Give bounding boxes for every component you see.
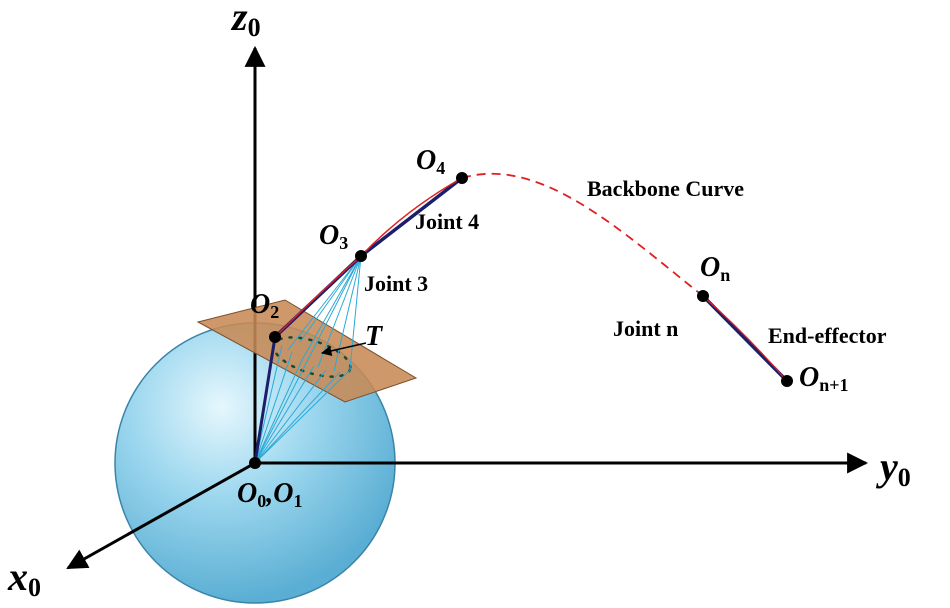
label-joint-4: Joint 4	[415, 209, 479, 234]
x-axis	[66, 461, 256, 570]
curve-o3-o4	[360, 177, 463, 257]
point-o2	[269, 331, 281, 343]
z-axis-label: z0	[230, 0, 261, 42]
curve-o2-o3	[274, 255, 362, 338]
point-o0	[249, 457, 261, 469]
link-o3-o4	[359, 176, 464, 258]
point-on1	[781, 375, 793, 387]
backbone-curve	[461, 172, 704, 297]
y-axis-label: y0	[876, 444, 911, 492]
point-o3	[355, 250, 367, 262]
label-backbone-curve: Backbone Curve	[587, 176, 744, 201]
label-end-effector: End-effector	[768, 323, 887, 348]
label-joint-n: Joint n	[613, 316, 678, 341]
label-o4: O4	[416, 145, 445, 178]
point-o4	[456, 172, 468, 184]
label-joint-3: Joint 3	[364, 271, 428, 296]
label-on1: On+1	[799, 362, 849, 395]
link-o1-o2	[253, 336, 277, 464]
point-on	[697, 290, 709, 302]
label-o2: O2	[250, 289, 279, 322]
label-o0-o1: O0,O1	[237, 478, 302, 511]
link-on-on1	[701, 294, 789, 383]
x-axis-label: x0	[7, 554, 41, 602]
t-pointer	[320, 342, 367, 357]
label-o3: O3	[319, 220, 348, 253]
label-t: T	[365, 321, 384, 352]
label-on: On	[700, 252, 730, 285]
curve-on-on1	[702, 295, 788, 382]
